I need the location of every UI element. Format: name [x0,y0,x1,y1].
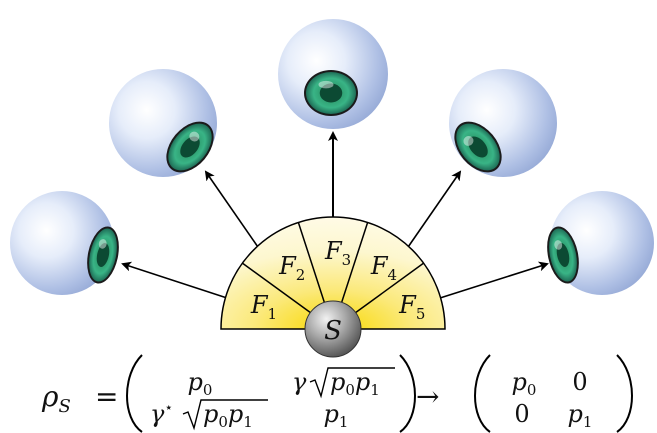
left-matrix-open-paren [126,354,143,433]
eye-2 [109,69,217,177]
eye-5 [547,191,654,295]
right-r1c2: 0 [572,368,587,396]
eye-4 [449,69,557,177]
equation: ρS = p0 γ p0p1 γ⋆ p0p1 p1 → p0 0 0 p1 [41,354,633,433]
svg-text:γ: γ [292,368,307,396]
arrow-4 [405,170,462,251]
fan-segment-label-4: F4 [370,252,397,284]
source-label: S [324,316,342,346]
source: S [304,300,362,358]
left-r2c1: γ⋆ p0p1 [150,399,268,431]
fan-semicircle [220,216,446,330]
right-matrix-open-paren [474,354,491,433]
fan-segment-label-1: F1 [250,291,277,323]
equation-lhs: ρS [41,380,71,417]
equation-arrow: → [416,380,439,413]
fan-segment-label-3: F3 [324,237,351,269]
fan-segment-label-5: F5 [398,291,425,323]
source-sphere [304,300,362,358]
right-r1c1: p0 [512,368,537,399]
arrow-2 [204,170,261,251]
equation-equals: = [95,380,118,413]
svg-text:γ⋆: γ⋆ [150,400,173,428]
eye-3 [278,19,388,129]
right-r2c1: 0 [514,400,529,428]
eye-1 [10,191,119,295]
right-matrix-close-paren [616,354,633,433]
left-r1c2: γ p0p1 [292,367,395,399]
right-r2c2: p1 [568,400,593,431]
svg-text:p0p1: p0p1 [330,368,380,399]
arrow-5 [439,261,549,299]
svg-text:p0p1: p0p1 [203,400,253,431]
arrow-group [121,131,549,299]
eye-group [10,19,654,295]
left-r1c1: p0 [188,368,213,399]
left-r2c2: p1 [324,400,349,431]
arrow-1 [121,261,228,299]
fan-segment-label-2: F2 [278,252,305,284]
left-matrix-close-paren [399,354,416,433]
